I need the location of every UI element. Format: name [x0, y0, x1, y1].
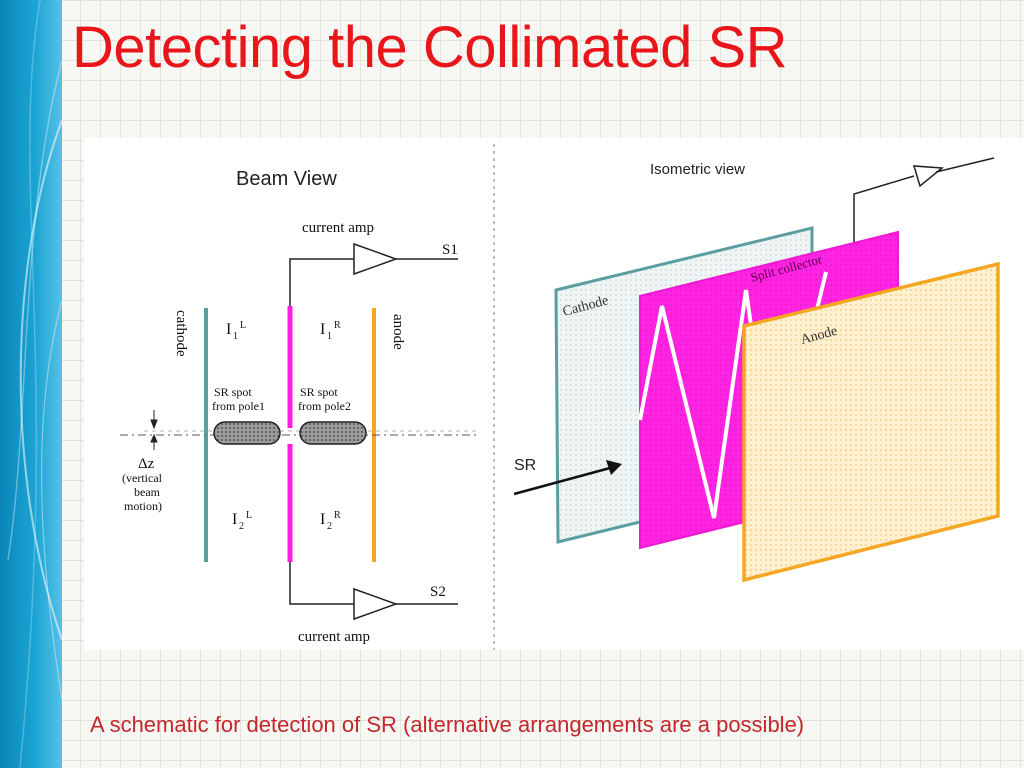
- anode-label: anode: [390, 314, 406, 350]
- i2l-subscript: 2: [239, 521, 244, 532]
- current-amp-bottom-label: current amp: [298, 629, 370, 645]
- s1-label: S1: [442, 242, 458, 258]
- current-amp-bottom-symbol: [353, 587, 399, 621]
- isometric-view-title: Isometric view: [650, 161, 745, 178]
- iso-sr-arrowhead: [606, 460, 622, 475]
- i1l-subscript: 1: [233, 331, 238, 342]
- iso-anode-plate: [742, 261, 1000, 583]
- delta-z-desc-line3: motion): [124, 499, 162, 513]
- iso-amp-wire: [853, 175, 915, 256]
- delta-z-desc-line1: (vertical: [122, 471, 163, 485]
- delta-z-desc-line2: beam: [134, 485, 161, 499]
- top-amp-wire: [289, 258, 354, 308]
- i2r-subscript: 2: [327, 521, 332, 532]
- bottom-amp-wire: [289, 562, 354, 605]
- i1r-subscript: 1: [327, 331, 332, 342]
- schematic-drawing: Beam View current amp S1 cathode anode I…: [120, 144, 1000, 650]
- current-amp-top-symbol: [353, 242, 399, 276]
- i2l-superscript: L: [246, 510, 252, 521]
- delta-z-label: Δz: [138, 456, 155, 472]
- iso-sr-arrow-shaft: [513, 466, 611, 496]
- cathode-label: cathode: [173, 310, 189, 357]
- i1l-label: I: [226, 321, 231, 338]
- s2-label: S2: [430, 584, 446, 600]
- sr-spot-pole2: [299, 421, 367, 445]
- i2l-label: I: [232, 511, 237, 528]
- spot1-label-line1: SR spot: [214, 385, 252, 399]
- detection-schematic-figure: Beam View current amp S1 cathode anode I…: [84, 138, 1024, 650]
- iso-amp-output: [935, 157, 995, 173]
- current-labels: I 1 L I 1 R I 2 L I 2 R: [226, 320, 341, 532]
- i1r-superscript: R: [334, 320, 341, 331]
- i2r-superscript: R: [334, 510, 341, 521]
- spot2-label-line2: from pole2: [298, 399, 351, 413]
- current-amp-top-label: current amp: [302, 220, 374, 236]
- i1r-label: I: [320, 321, 325, 338]
- slide-caption: A schematic for detection of SR (alterna…: [90, 712, 805, 737]
- i1l-superscript: L: [240, 320, 246, 331]
- spot1-label-line2: from pole1: [212, 399, 265, 413]
- iso-amp-symbol: [912, 165, 944, 188]
- slide-title: Detecting the Collimated SR: [72, 15, 788, 80]
- side-swirl-decoration: [7, 0, 62, 768]
- delta-z-marker: [150, 410, 158, 450]
- iso-sr-label: SR: [514, 457, 536, 474]
- i2r-label: I: [320, 511, 325, 528]
- beam-view-title: Beam View: [236, 168, 337, 190]
- sr-spot-pole1: [213, 421, 281, 445]
- side-decoration-band: [0, 0, 62, 768]
- spot2-label-line1: SR spot: [300, 385, 338, 399]
